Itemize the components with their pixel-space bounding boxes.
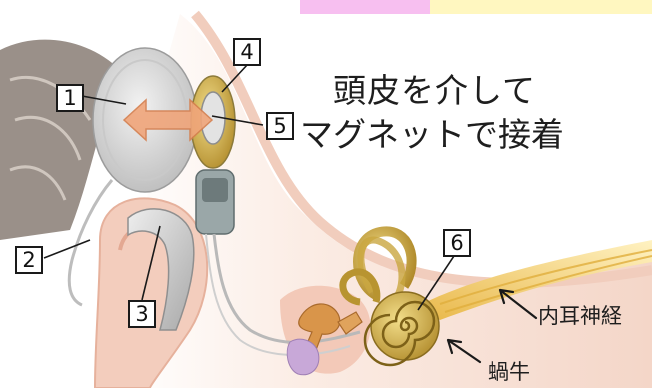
implant-stimulator-grille xyxy=(202,178,228,202)
headline-line-1: 頭皮を介して xyxy=(333,64,536,112)
headline-line-2: マグネットで接着 xyxy=(300,108,564,156)
label-cochlea: 蝸牛 xyxy=(488,356,530,386)
callout-4: 4 xyxy=(233,38,261,66)
leader-2 xyxy=(44,240,90,258)
yellow-accent-band xyxy=(430,0,652,14)
callout-2: 2 xyxy=(15,246,43,274)
eardrum xyxy=(287,339,319,375)
pink-accent-band xyxy=(300,0,430,14)
callout-1: 1 xyxy=(56,84,84,112)
callout-6: 6 xyxy=(443,229,471,257)
label-auditory-nerve: 内耳神経 xyxy=(538,300,622,330)
callout-5: 5 xyxy=(266,112,294,140)
callout-3: 3 xyxy=(128,300,156,328)
cochlea xyxy=(371,292,439,360)
